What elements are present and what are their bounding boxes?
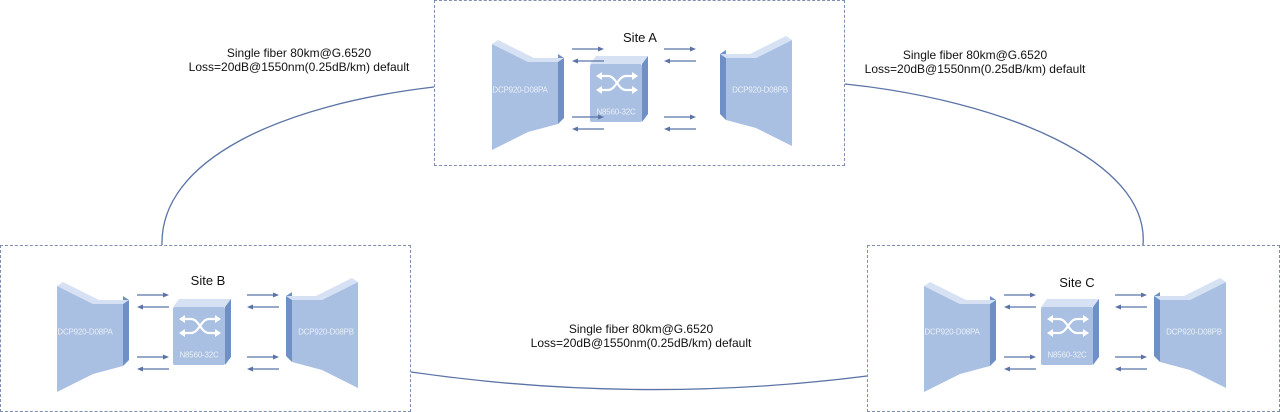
site-c-label: Site C — [1059, 275, 1095, 290]
site-b-switch[interactable]: N8560-32C — [173, 299, 231, 365]
fiber-spec-text: Single fiber 80km@G.6520 — [568, 322, 714, 336]
device-label: DCP920-D08PB — [298, 327, 354, 337]
arrow-left-icon — [664, 125, 696, 133]
site-c-switch[interactable]: N8560-32C — [1041, 299, 1099, 365]
device-label: N8560-32C — [1047, 350, 1087, 360]
fiber-loss-text: Loss=20dB@1550nm(0.25dB/km) default — [864, 62, 1086, 76]
link-a-b-fiber-line — [161, 86, 435, 246]
arrow-right-icon — [572, 113, 604, 121]
site-a-amplifier-pa[interactable]: DCP920-D08PA — [486, 38, 564, 150]
fiber-loss-text: Loss=20dB@1550nm(0.25dB/km) default — [530, 336, 752, 350]
fiber-loss-text: Loss=20dB@1550nm(0.25dB/km) default — [188, 60, 410, 74]
device-label: DCP920-D08PA — [492, 85, 548, 95]
device-label: N8560-32C — [179, 350, 219, 360]
link-b-c-fiber-line — [410, 371, 868, 391]
device-label: DCP920-D08PB — [732, 85, 788, 95]
site-b-amplifier-pa[interactable]: DCP920-D08PA — [51, 280, 129, 392]
site-b-label: Site B — [190, 273, 226, 288]
arrow-right-icon — [572, 45, 604, 53]
device-label: DCP920-D08PA — [924, 327, 980, 337]
site-a-amplifier-pb[interactable]: DCP920-D08PB — [720, 34, 798, 146]
fiber-spec-text: Single fiber 80km@G.6520 — [226, 46, 372, 60]
switch-crossing-arrows-icon — [1041, 299, 1099, 365]
arrow-right-icon — [1004, 291, 1036, 299]
switch-crossing-arrows-icon — [173, 299, 231, 365]
arrow-left-icon — [247, 365, 279, 373]
site-c-amplifier-pa[interactable]: DCP920-D08PA — [918, 280, 996, 392]
switch-crossing-arrows-icon — [590, 56, 648, 122]
arrow-left-icon — [247, 303, 279, 311]
site-c-amplifier-pb[interactable]: DCP920-D08PB — [1154, 276, 1232, 388]
arrow-right-icon — [137, 291, 169, 299]
link-a-c-fiber-line — [844, 83, 1144, 246]
arrow-left-icon — [1004, 365, 1036, 373]
arrow-right-icon — [1115, 291, 1147, 299]
site-b-amplifier-pb[interactable]: DCP920-D08PB — [286, 276, 364, 388]
site-a-label: Site A — [623, 30, 657, 45]
arrow-right-icon — [1004, 353, 1036, 361]
device-label: N8560-32C — [596, 107, 636, 117]
device-label: DCP920-D08PA — [57, 327, 113, 337]
arrow-right-icon — [1115, 353, 1147, 361]
site-a-switch[interactable]: N8560-32C — [590, 56, 648, 122]
arrow-left-icon — [137, 365, 169, 373]
arrow-right-icon — [137, 353, 169, 361]
device-label: DCP920-D08PB — [1166, 327, 1222, 337]
arrow-left-icon — [572, 125, 604, 133]
arrow-right-icon — [664, 113, 696, 121]
arrow-left-icon — [137, 303, 169, 311]
arrow-right-icon — [247, 353, 279, 361]
arrow-right-icon — [247, 291, 279, 299]
site-a-boundary-box — [434, 0, 845, 166]
arrow-left-icon — [572, 57, 604, 65]
arrow-left-icon — [664, 57, 696, 65]
arrow-right-icon — [664, 45, 696, 53]
arrow-left-icon — [1004, 303, 1036, 311]
fiber-spec-text: Single fiber 80km@G.6520 — [902, 48, 1048, 62]
arrow-left-icon — [1115, 365, 1147, 373]
arrow-left-icon — [1115, 303, 1147, 311]
